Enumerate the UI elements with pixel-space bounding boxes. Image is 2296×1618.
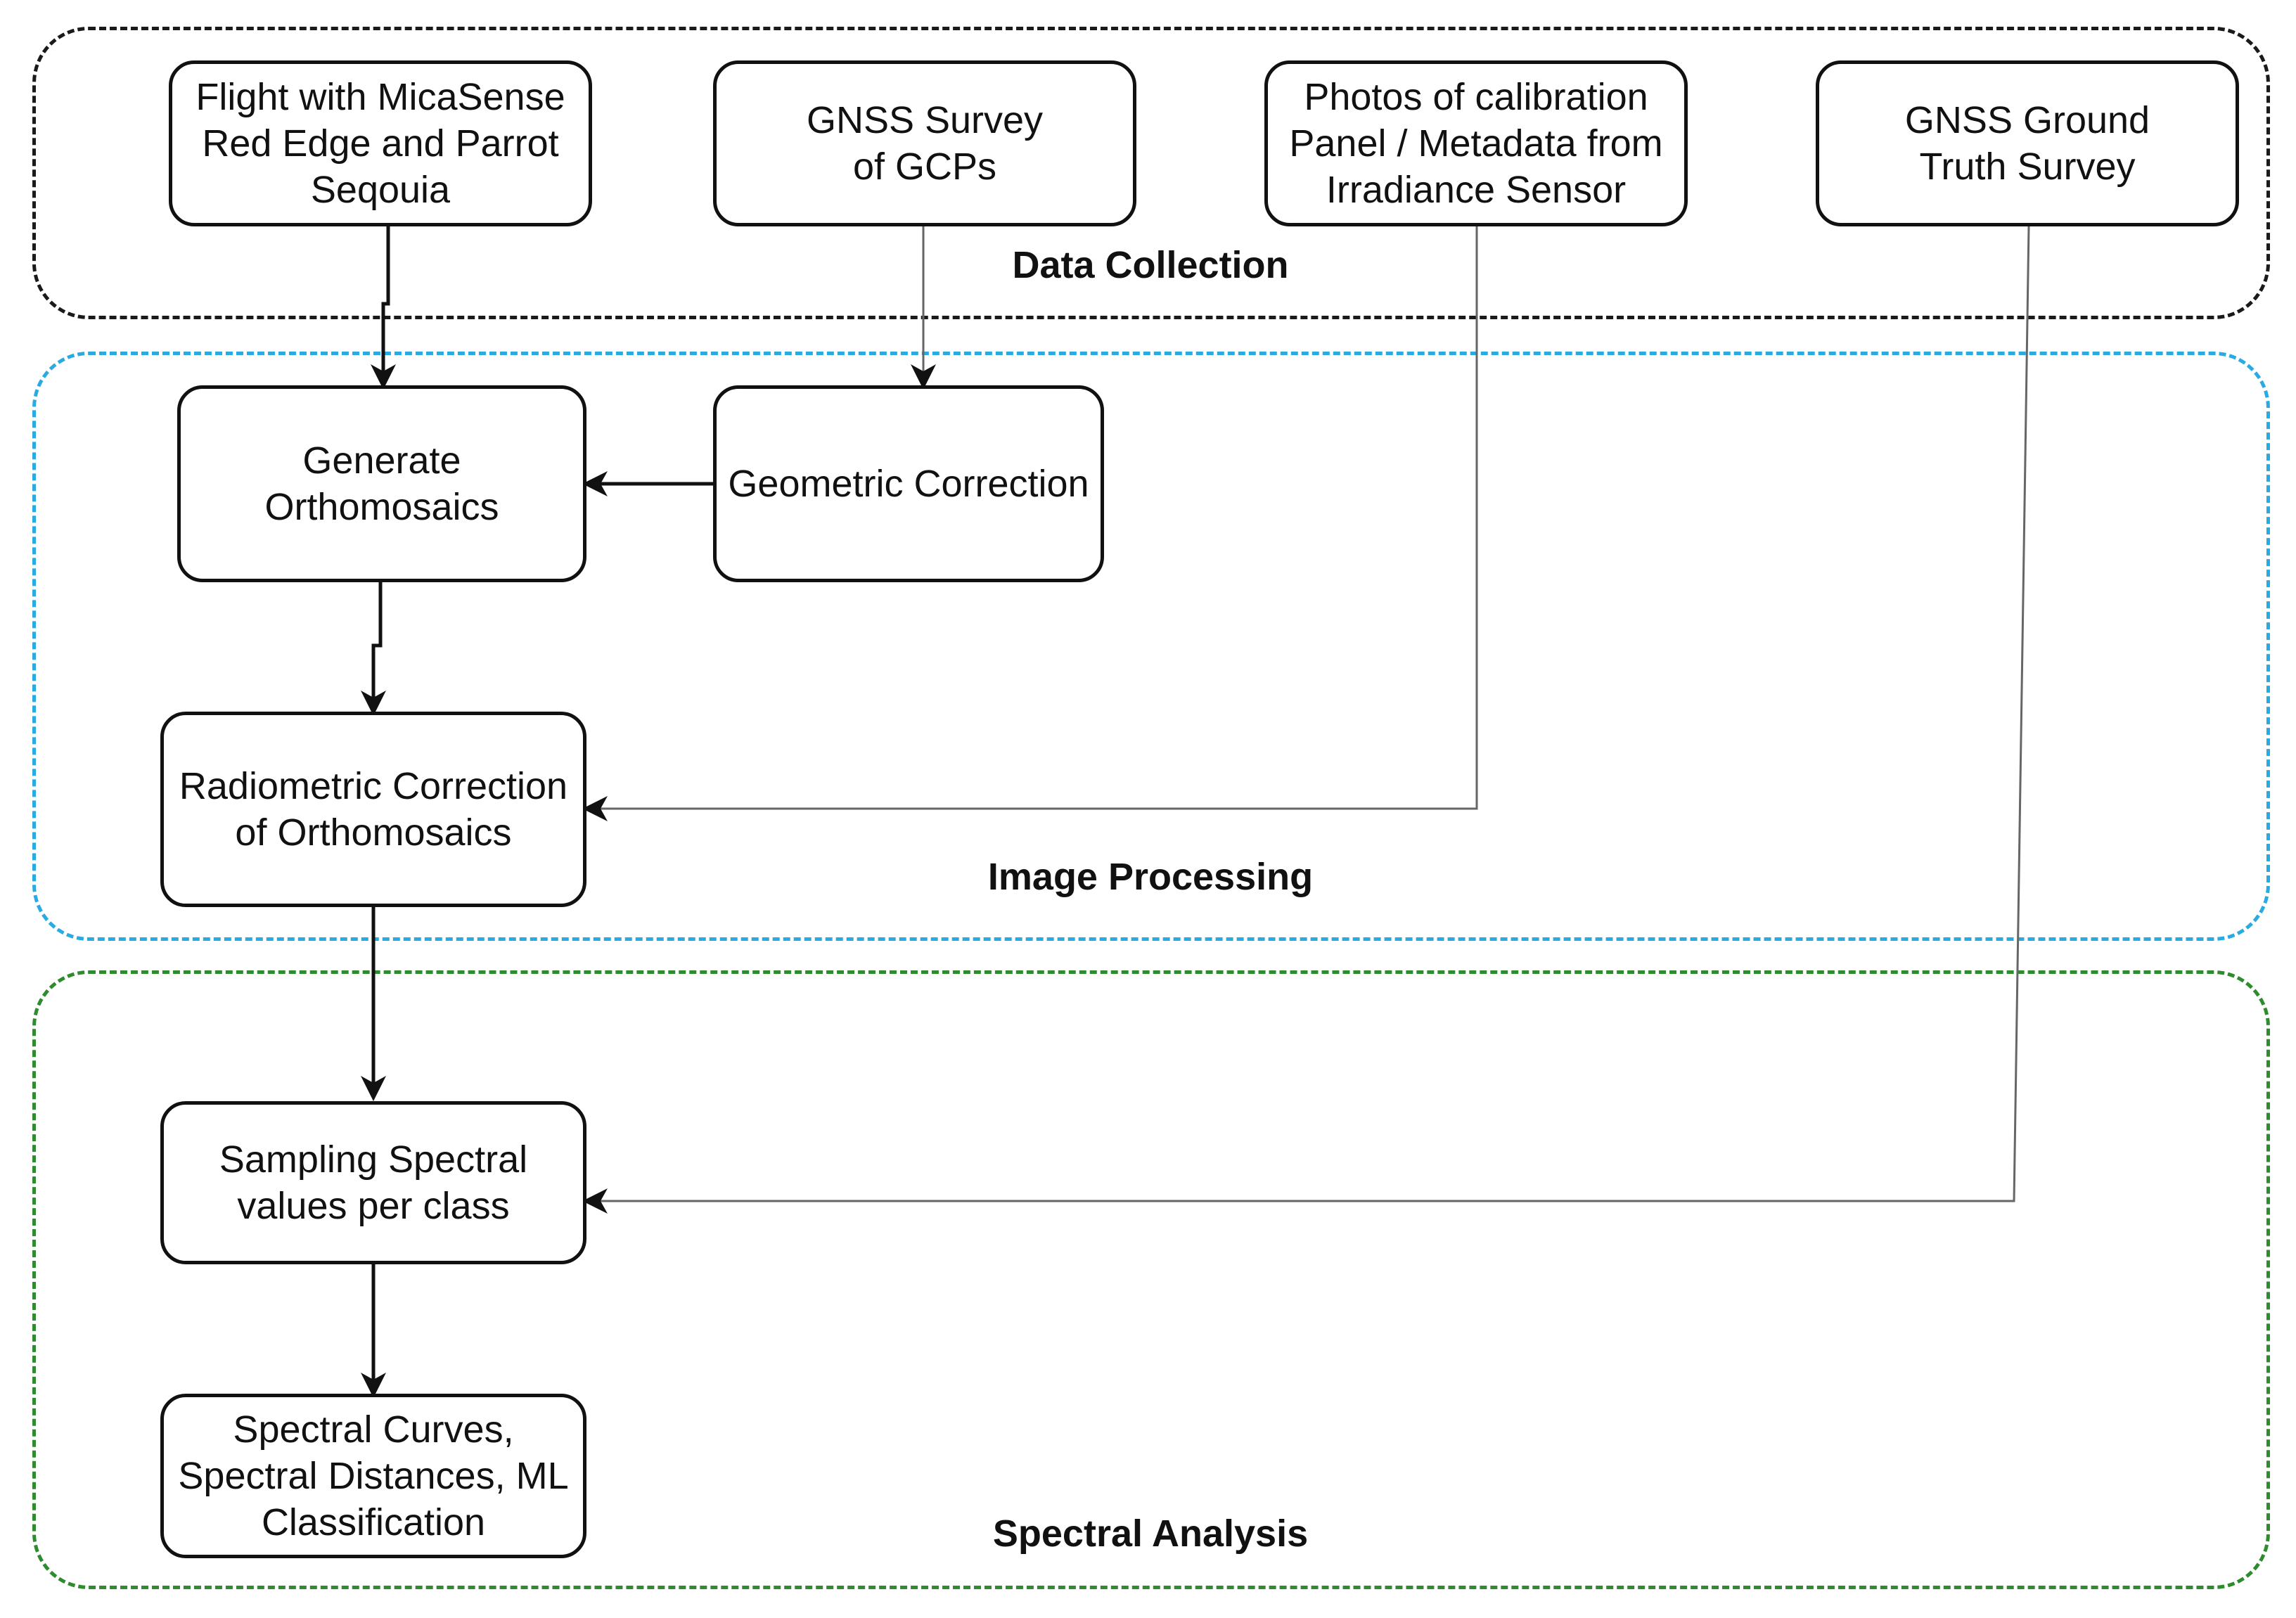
node-sampling: Sampling Spectral values per class xyxy=(160,1101,586,1264)
node-flight: Flight with MicaSense Red Edge and Parro… xyxy=(169,60,592,226)
group-label-image-processing: Image Processing xyxy=(987,856,1314,898)
node-calibration: Photos of calibration Panel / Metadata f… xyxy=(1264,60,1688,226)
node-gnss-truth-label: GNSS Ground Truth Survey xyxy=(1904,99,2150,188)
node-radiometric-correction: Radiometric Correction of Orthomosaics xyxy=(160,712,586,907)
group-label-spectral-analysis: Spectral Analysis xyxy=(992,1513,1309,1555)
arrow-truth-to-sampling xyxy=(582,226,2030,1214)
node-flight-label: Flight with MicaSense Red Edge and Parro… xyxy=(195,76,565,211)
node-generate-orthomosaics-label: Generate Orthomosaics xyxy=(264,439,499,528)
node-generate-orthomosaics: Generate Orthomosaics xyxy=(177,385,586,582)
node-geometric-correction-label: Geometric Correction xyxy=(728,463,1089,505)
node-gnss-gcp-label: GNSS Survey of GCPs xyxy=(806,99,1044,188)
node-geometric-correction: Geometric Correction xyxy=(713,385,1104,582)
arrow-calibration-to-radiometric xyxy=(582,226,1478,821)
node-outputs-label: Spectral Curves, Spectral Distances, ML … xyxy=(178,1408,569,1543)
arrow-flight-to-generate xyxy=(371,226,396,390)
group-data-collection xyxy=(32,27,2270,319)
group-spectral-analysis xyxy=(32,970,2270,1589)
node-gnss-truth: GNSS Ground Truth Survey xyxy=(1816,60,2239,226)
node-sampling-label: Sampling Spectral values per class xyxy=(219,1138,528,1227)
node-calibration-label: Photos of calibration Panel / Metadata f… xyxy=(1289,76,1663,211)
node-outputs: Spectral Curves, Spectral Distances, ML … xyxy=(160,1394,586,1558)
node-gnss-gcp: GNSS Survey of GCPs xyxy=(713,60,1136,226)
group-label-data-collection: Data Collection xyxy=(1012,244,1289,286)
node-radiometric-correction-label: Radiometric Correction of Orthomosaics xyxy=(179,765,568,854)
group-image-processing xyxy=(32,352,2270,941)
arrow-generate-to-radiometric xyxy=(361,582,386,716)
